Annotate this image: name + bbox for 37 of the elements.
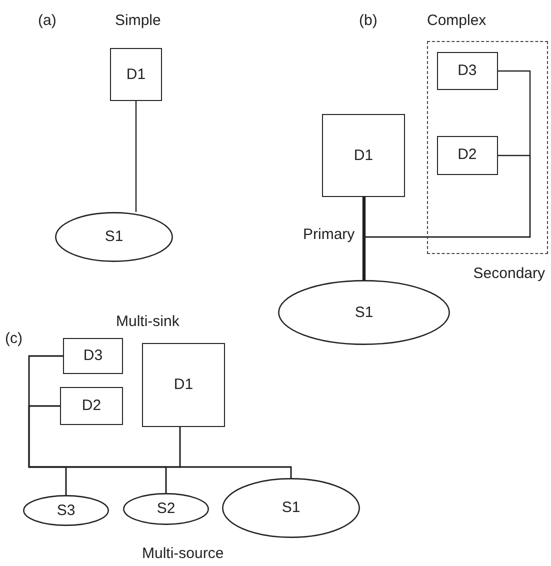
node-label: S3 — [56, 502, 76, 520]
node-label: S1 — [104, 228, 124, 246]
source-ellipse — [123, 493, 209, 525]
device-box — [63, 338, 123, 374]
connector-line — [363, 154, 531, 280]
panel-letter: (a) — [38, 12, 56, 30]
source-ellipse — [55, 212, 173, 262]
node-label: D2 — [80, 397, 102, 415]
connector-line — [362, 197, 366, 280]
connector-line — [179, 427, 292, 478]
edge-label: Primary — [302, 226, 356, 244]
panel-letter: (b) — [359, 12, 378, 30]
device-box — [322, 114, 405, 197]
node-label: D1 — [172, 376, 194, 394]
node-label: D1 — [125, 66, 147, 84]
panel-title: Complex — [427, 12, 486, 30]
node-label: D3 — [456, 62, 478, 80]
source-ellipse — [278, 280, 450, 345]
panel-title: Multi-source — [142, 545, 224, 563]
panel-title: Multi-sink — [116, 313, 180, 331]
device-box — [436, 52, 498, 90]
node-label: S1 — [280, 499, 302, 517]
node-label: S2 — [156, 500, 176, 518]
node-label: S1 — [354, 304, 374, 322]
node-label: D2 — [456, 146, 478, 164]
panel-letter: (c) — [5, 330, 22, 348]
device-box — [110, 48, 162, 101]
group-label: Secondary — [473, 265, 545, 283]
node-label: D3 — [82, 347, 104, 365]
source-ellipse — [222, 478, 360, 538]
source-ellipse — [23, 495, 109, 526]
node-label: D1 — [352, 146, 374, 164]
device-box — [60, 387, 123, 425]
device-box — [436, 136, 498, 175]
connector-line — [135, 101, 137, 212]
device-box — [142, 343, 225, 427]
panel-title: Simple — [115, 12, 161, 30]
